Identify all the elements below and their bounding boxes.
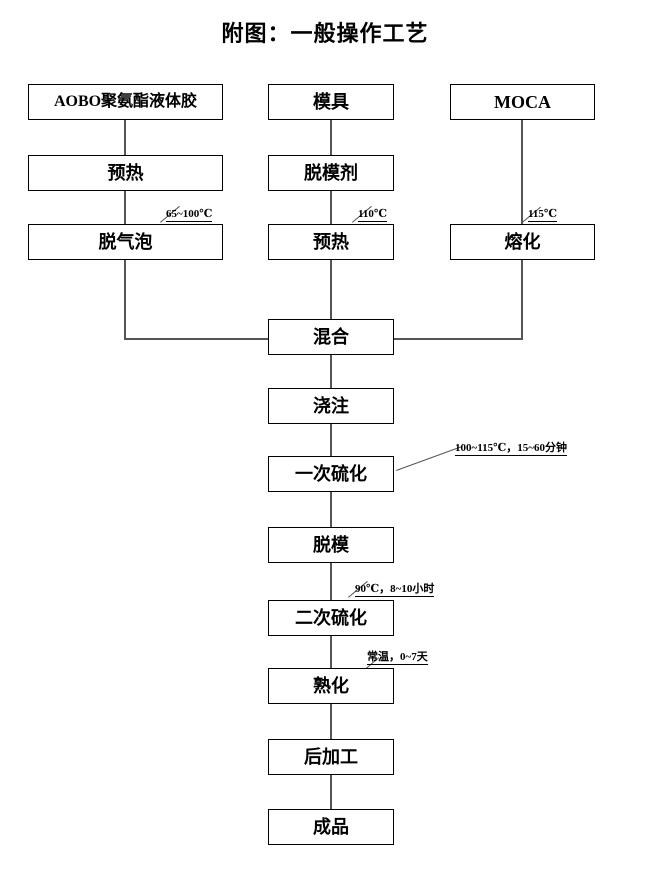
node-degas[interactable]: 脱气泡	[28, 224, 223, 260]
edge-mature-postproc	[330, 704, 332, 739]
edge-melt-mix-horizontal	[394, 338, 523, 340]
node-post-processing[interactable]: 后加工	[268, 739, 394, 775]
node-mixing[interactable]: 混合	[268, 319, 394, 355]
annotation-cure2-conditions: 90℃，8~10小时	[355, 583, 435, 598]
annotation-cure1-conditions: 100~115℃，15~60分钟	[455, 442, 568, 457]
node-secondary-curing[interactable]: 二次硫化	[268, 600, 394, 636]
edge-mix-pour	[330, 355, 332, 388]
edge-release-preheat2	[330, 191, 332, 224]
node-aobo-liquid-adhesive[interactable]: AOBO聚氨酯液体胶	[28, 84, 223, 120]
node-moca[interactable]: MOCA	[450, 84, 595, 120]
edge-degas-mix-horizontal	[124, 338, 269, 340]
edge-demold-cure2	[330, 563, 332, 600]
node-preheat-left[interactable]: 预热	[28, 155, 223, 191]
node-melting[interactable]: 熔化	[450, 224, 595, 260]
edge-degas-mix-vertical	[124, 260, 126, 339]
edge-postproc-product	[330, 775, 332, 809]
edge-melt-mix-vertical	[521, 260, 523, 339]
annotation-mature-conditions: 常温，0~7天	[367, 651, 428, 666]
edge-cure1-demold	[330, 492, 332, 527]
node-release-agent[interactable]: 脱模剂	[268, 155, 394, 191]
annotation-melt-temperature: 115℃	[528, 208, 558, 223]
annotation-degas-temperature: 65~100℃	[166, 208, 213, 223]
node-maturation[interactable]: 熟化	[268, 668, 394, 704]
edge-cure2-mature	[330, 636, 332, 668]
edge-pour-cure1	[330, 424, 332, 456]
edge-preheat1-degas	[124, 191, 126, 224]
node-mold[interactable]: 模具	[268, 84, 394, 120]
node-finished-product[interactable]: 成品	[268, 809, 394, 845]
edge-moca-melt	[521, 120, 523, 224]
node-demolding[interactable]: 脱模	[268, 527, 394, 563]
node-primary-curing[interactable]: 一次硫化	[268, 456, 394, 492]
node-pouring[interactable]: 浇注	[268, 388, 394, 424]
node-preheat-middle[interactable]: 预热	[268, 224, 394, 260]
leader-cure1	[396, 446, 463, 471]
edge-preheat2-mix	[330, 260, 332, 319]
edge-mold-release	[330, 120, 332, 155]
annotation-preheat2-temperature: 110℃	[358, 208, 388, 223]
page-title: 附图：一般操作工艺	[221, 21, 429, 46]
edge-aobo-preheat1	[124, 120, 126, 155]
